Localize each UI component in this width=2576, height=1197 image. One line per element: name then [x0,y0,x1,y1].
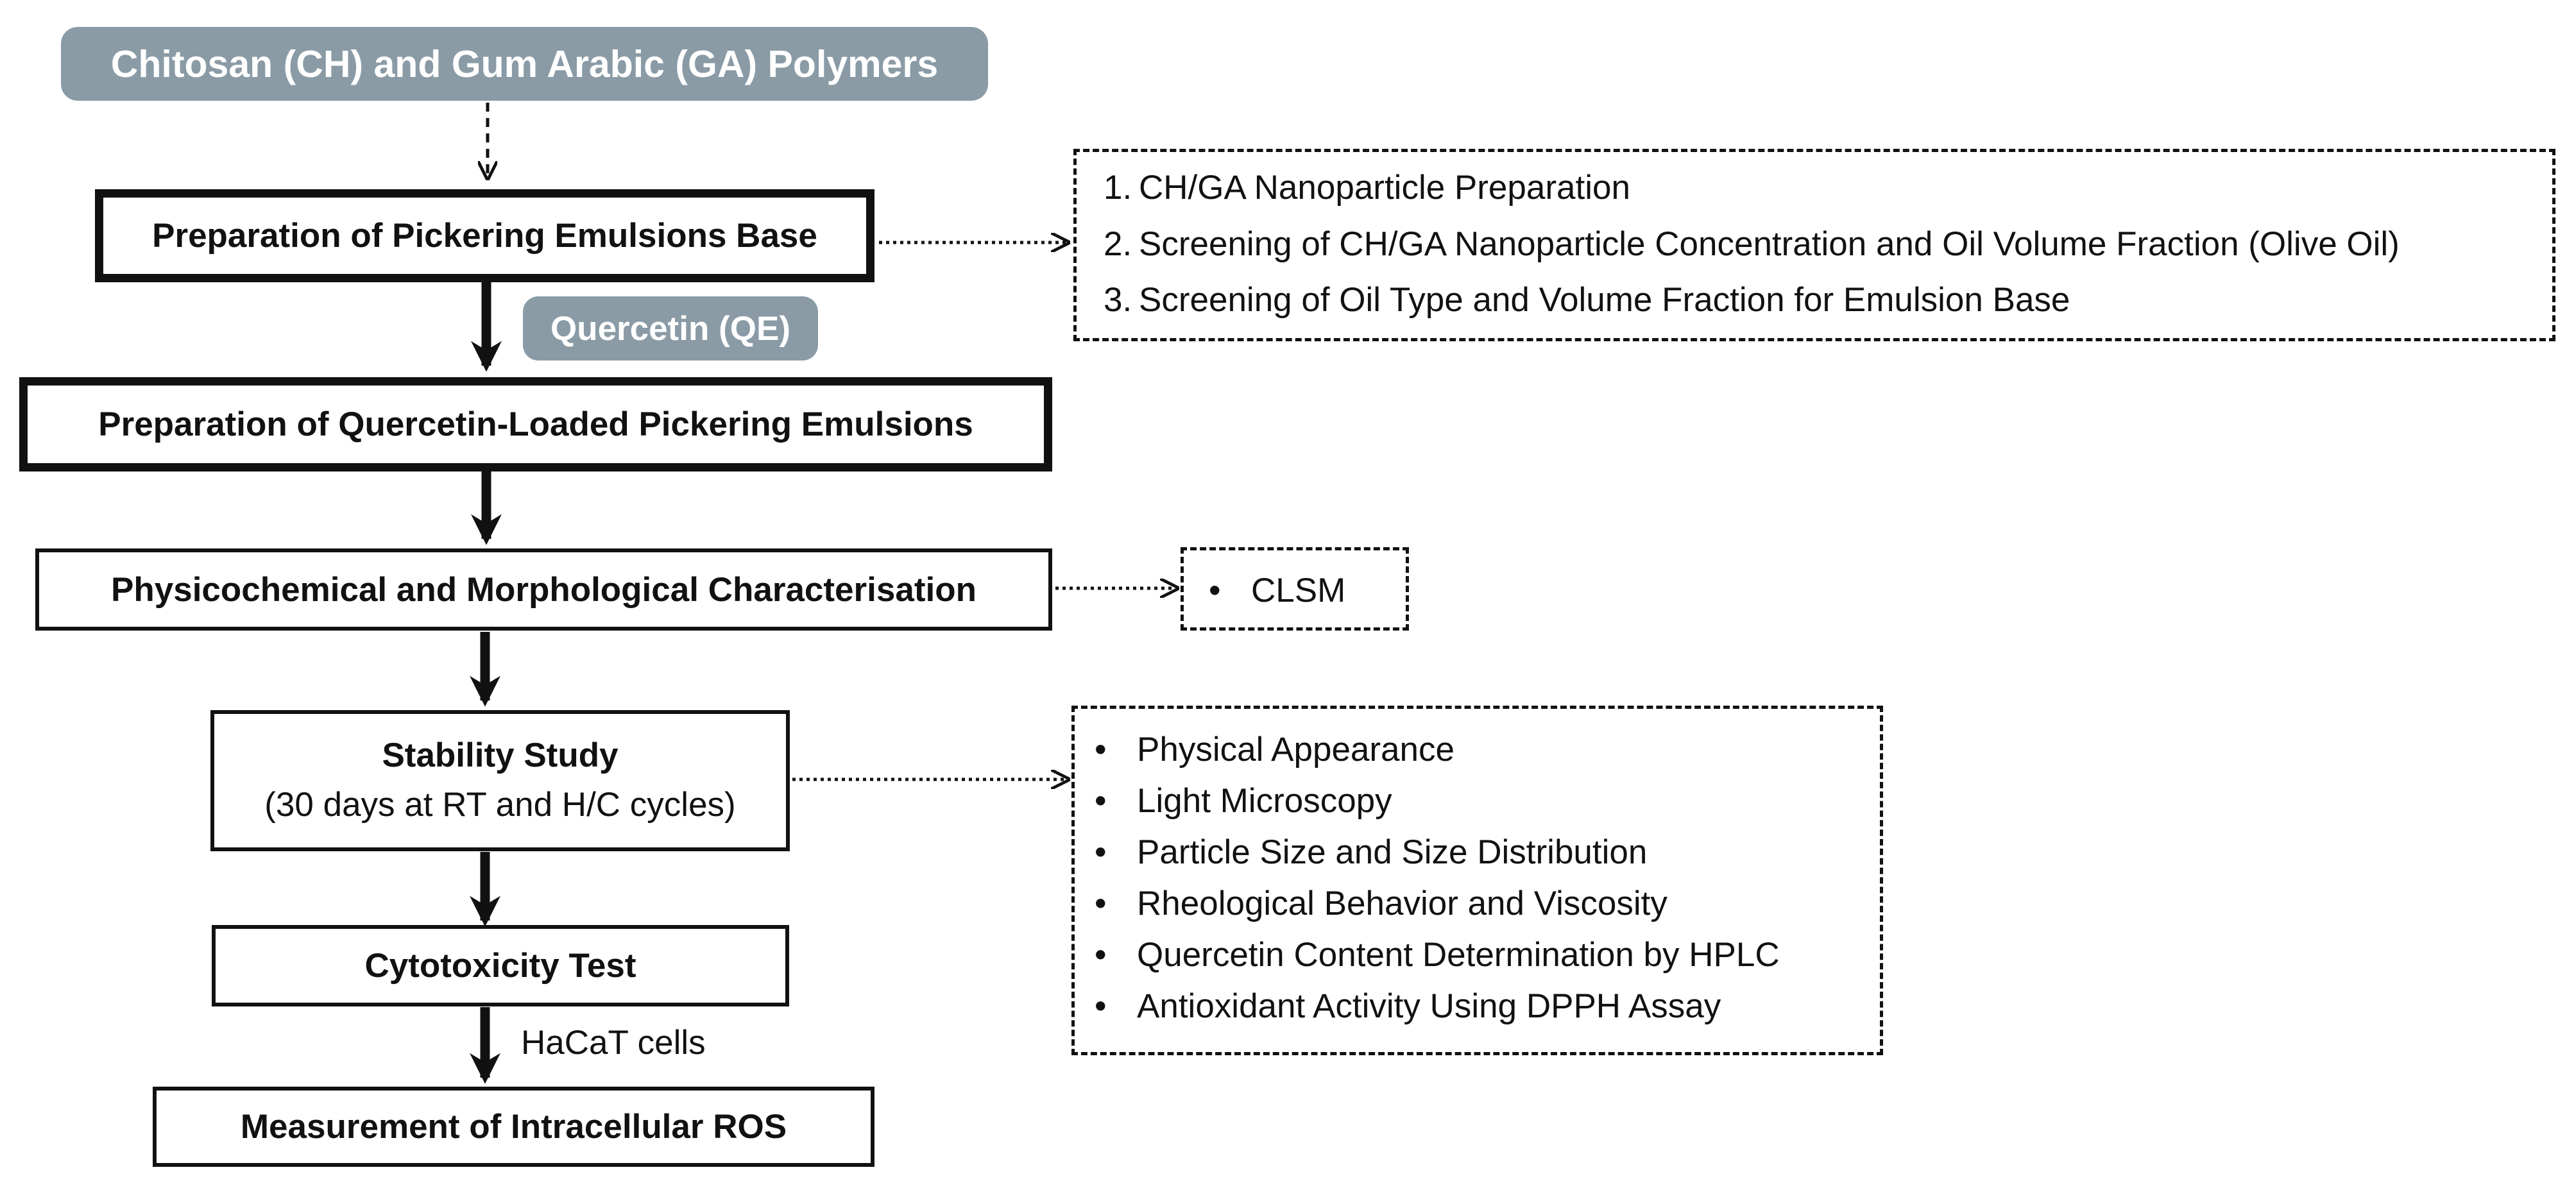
quercetin-input-pill: Quercetin (QE) [523,296,818,361]
step-stability-subtitle: (30 days at RT and H/C cycles) [264,786,736,824]
detail-number: 3. [1104,281,1132,319]
step-cytotoxicity: Cytotoxicity Test [212,925,789,1006]
polymers-input-pill: Chitosan (CH) and Gum Arabic (GA) Polyme… [61,27,988,101]
detail-item: Particle Size and Size Distribution [1095,833,1647,872]
step-characterisation-label: Physicochemical and Morphological Charac… [111,570,977,609]
step-quercetin-loaded-label: Preparation of Quercetin-Loaded Pickerin… [98,405,973,443]
details-characterisation: CLSM [1181,547,1409,631]
detail-number: 1. [1104,169,1132,207]
step-stability: Stability Study (30 days at RT and H/C c… [210,710,790,851]
detail-item: Physical Appearance [1095,730,1454,769]
detail-item: CH/GA Nanoparticle Preparation [1139,169,1630,207]
detail-item-clsm: CLSM [1209,571,1345,610]
details-emulsion-base: 1. CH/GA Nanoparticle Preparation 2. Scr… [1073,149,2555,341]
step-ros: Measurement of Intracellular ROS [153,1087,874,1167]
step-cytotoxicity-label: Cytotoxicity Test [364,947,636,985]
detail-item: Screening of CH/GA Nanoparticle Concentr… [1139,225,2400,263]
step-quercetin-loaded: Preparation of Quercetin-Loaded Pickerin… [19,377,1052,471]
details-stability: Physical Appearance Light Microscopy Par… [1071,706,1883,1055]
step-emulsion-base-label: Preparation of Pickering Emulsions Base [152,217,817,255]
step-emulsion-base: Preparation of Pickering Emulsions Base [95,189,874,282]
step-stability-title: Stability Study [382,736,618,775]
detail-item: Quercetin Content Determination by HPLC [1095,935,1780,974]
edge-label-hacat: HaCaT cells [521,1024,706,1062]
detail-number: 2. [1104,225,1132,263]
detail-item: Rheological Behavior and Viscosity [1095,884,1668,923]
quercetin-input-label: Quercetin (QE) [550,309,790,348]
detail-item: Light Microscopy [1095,781,1392,820]
detail-item: Antioxidant Activity Using DPPH Assay [1095,987,1721,1026]
step-characterisation: Physicochemical and Morphological Charac… [35,548,1052,631]
polymers-input-label: Chitosan (CH) and Gum Arabic (GA) Polyme… [110,42,939,85]
detail-item: Screening of Oil Type and Volume Fractio… [1139,281,2070,319]
step-ros-label: Measurement of Intracellular ROS [240,1108,787,1146]
